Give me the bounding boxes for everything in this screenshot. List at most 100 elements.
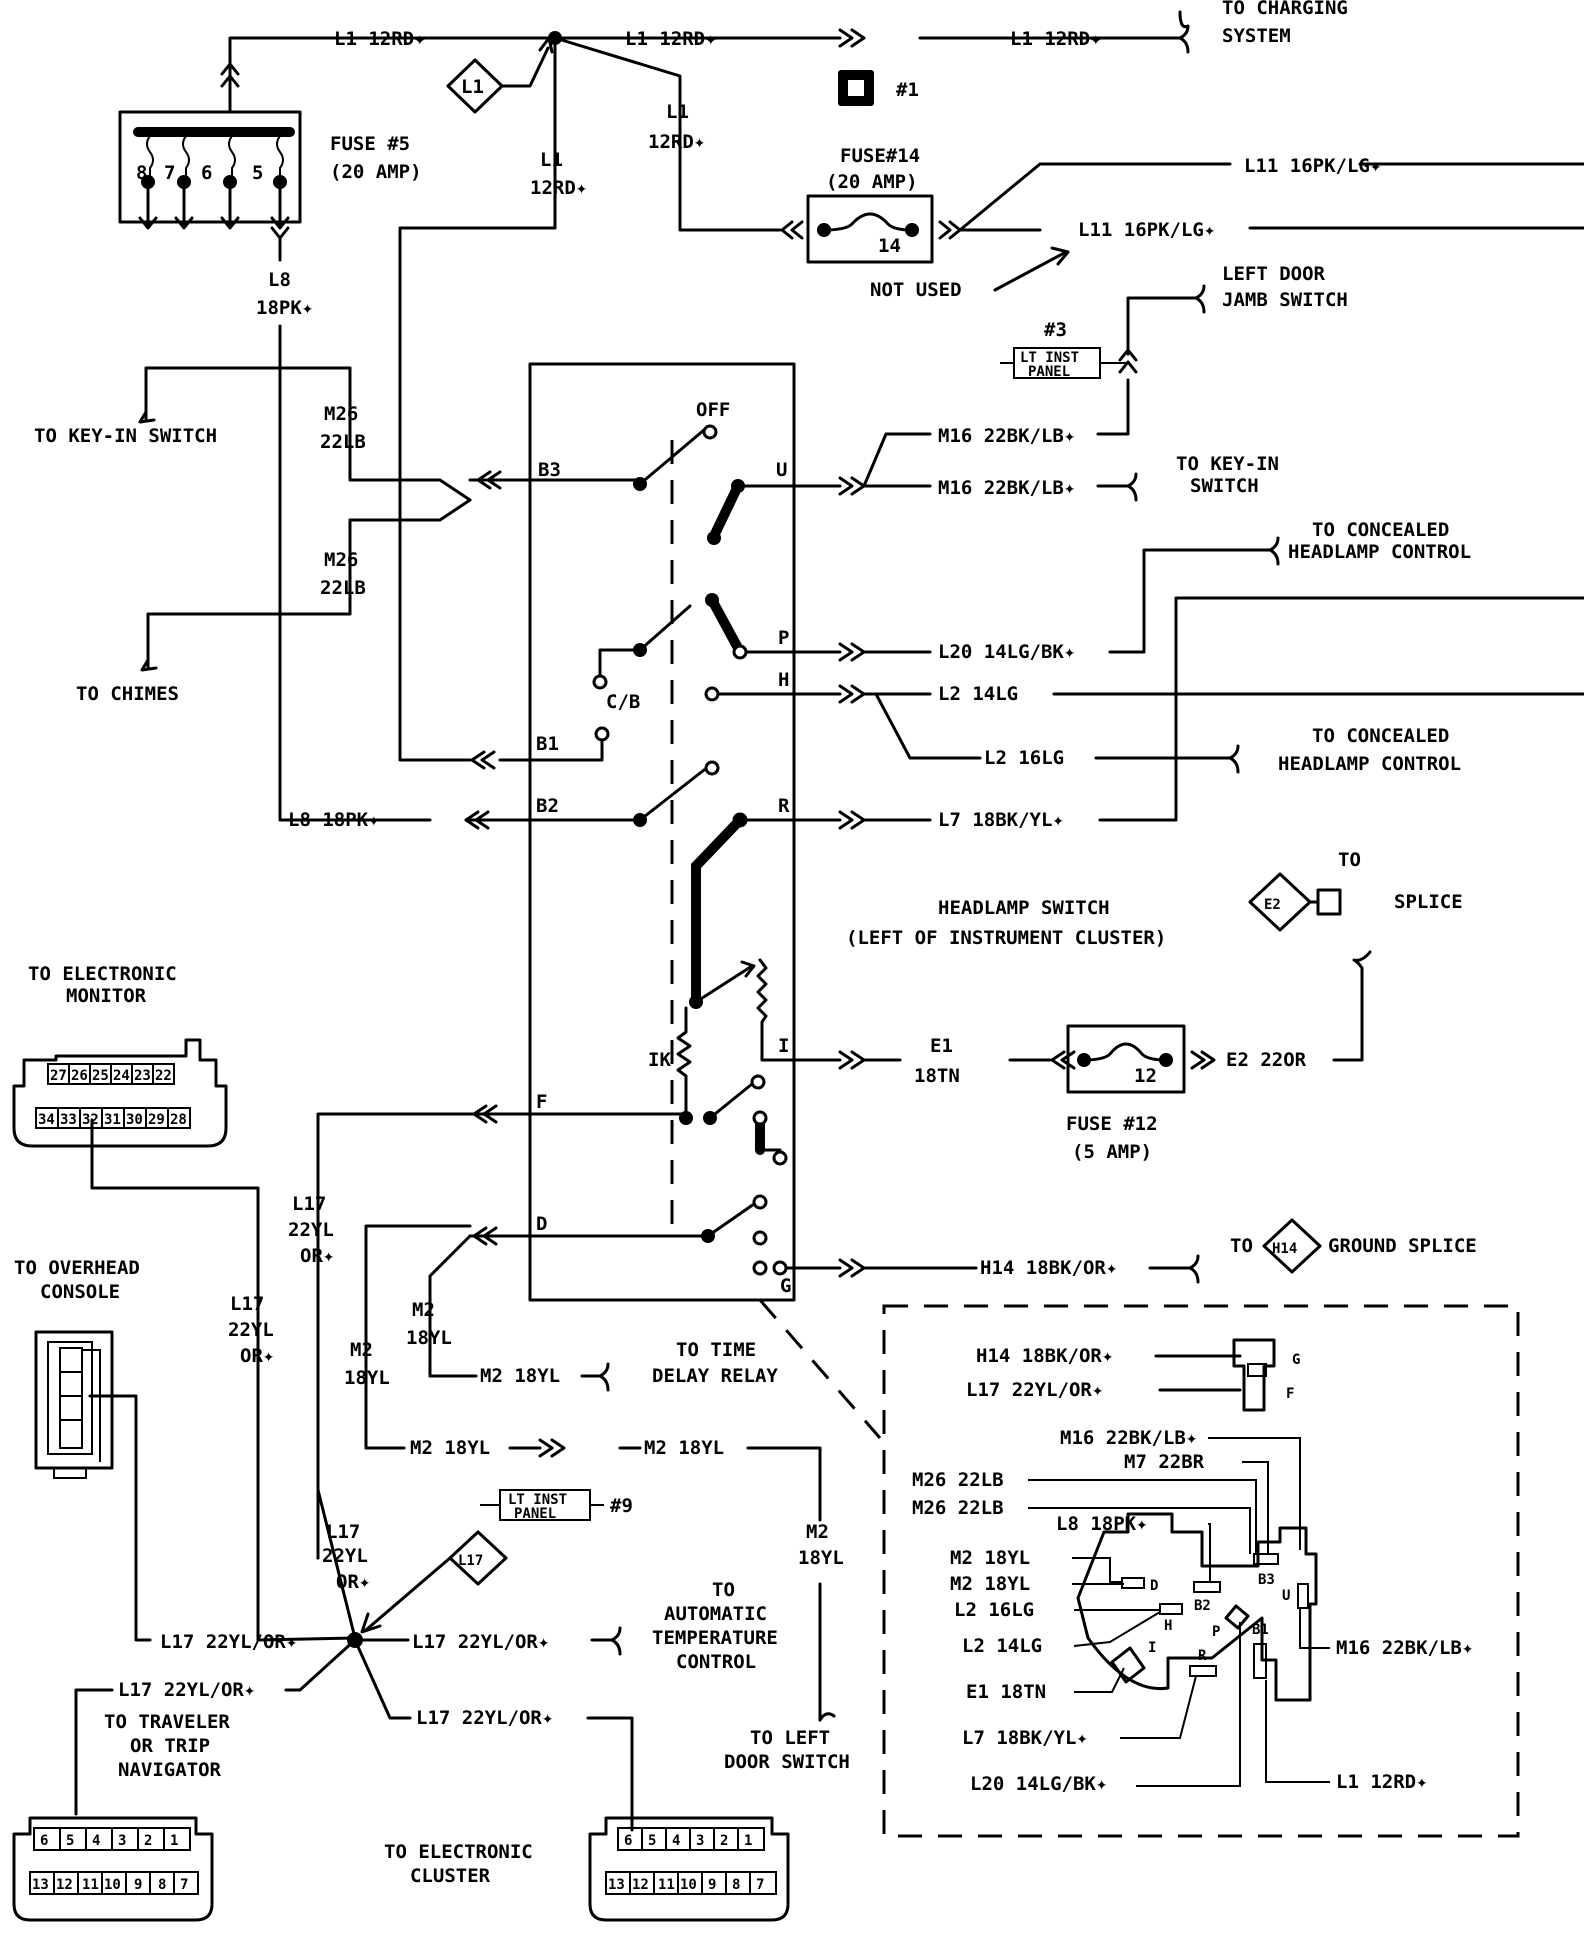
det-m2-b: M2 18YL (950, 1573, 1030, 1595)
traveler-pin-dividers (53, 1828, 175, 1894)
fuse5-title: FUSE #5 (330, 133, 410, 155)
l1-drop-b: 12RD✦ (530, 177, 588, 199)
det-h14: H14 18BK/OR✦ (976, 1345, 1114, 1367)
mon-pin-32: 32 (82, 1112, 99, 1128)
mon-pin-34: 34 (38, 1112, 55, 1128)
det-g: G (1292, 1352, 1300, 1368)
m26-b1: M26 (324, 549, 358, 571)
m2-a1: M2 (412, 1299, 435, 1321)
sw-h: H (778, 669, 789, 691)
clu-pin-6: 6 (624, 1833, 632, 1849)
fuse12-title: FUSE #12 (1066, 1113, 1158, 1135)
to-overhead-2: CONSOLE (40, 1281, 120, 1303)
sw-d: D (536, 1213, 547, 1235)
l17-w2: L17 22YL/OR✦ (412, 1631, 550, 1653)
to-e2: TO (1338, 849, 1361, 871)
fuse14-amp: (20 AMP) (826, 171, 918, 193)
clu-pin-4: 4 (672, 1833, 680, 1849)
det-m16-right: M16 22BK/LB✦ (1336, 1637, 1474, 1659)
left-section: TO KEY-IN SWITCH M26 22LB M26 22LB TO CH… (12, 366, 850, 1922)
e1-a: E1 (930, 1035, 953, 1057)
det-b1: B1 (1252, 1622, 1269, 1638)
right-upper: M16 22BK/LB✦ M16 22BK/LB✦ LEFT DOOR JAMB… (838, 263, 1584, 1284)
det-m26-a: M26 22LB (912, 1469, 1004, 1491)
det-l7: L7 18BK/YL✦ (962, 1727, 1088, 1749)
switch-body-outline (1076, 1512, 1318, 1702)
l2-16: L2 16LG (984, 747, 1064, 769)
l20: L20 14LG/BK✦ (938, 641, 1076, 663)
monitor-l17-wire (90, 1118, 357, 1642)
l17-b2: 22YL (228, 1319, 274, 1341)
conn-9-label: #9 (610, 1495, 633, 1517)
l1-drop2-b: 12RD✦ (648, 131, 706, 153)
l17-a3: OR✦ (300, 1245, 335, 1267)
nav-pin-11: 11 (82, 1877, 99, 1893)
det-m7: M7 22BR (1124, 1451, 1205, 1473)
m26-a2: 22LB (320, 431, 366, 453)
to-time-2: DELAY RELAY (652, 1365, 778, 1387)
l1-drop-to-fuse14 (553, 36, 782, 232)
l17-b3: OR✦ (240, 1345, 275, 1367)
term-b2 (1193, 1581, 1221, 1593)
term-r (1189, 1665, 1217, 1677)
det-d: D (1150, 1578, 1158, 1594)
top-section: 8 7 6 5 FUSE #5 (20 AMP) L1 12RD✦ L1 12R… (118, 0, 1584, 822)
to-traveler-1: TO TRAVELER (104, 1711, 230, 1733)
m2-wire2: M2 18YL (410, 1437, 490, 1459)
l17-w1: L17 22YL/OR✦ (160, 1631, 298, 1653)
mon-pin-29: 29 (148, 1112, 165, 1128)
to-left-door-1: TO LEFT (750, 1727, 830, 1749)
left-door-2: JAMB SWITCH (1222, 289, 1348, 311)
fuse14-title: FUSE#14 (840, 145, 920, 167)
to-auto-3: TEMPERATURE (652, 1627, 778, 1649)
det-f: F (1286, 1386, 1294, 1402)
clu-pin-11: 11 (658, 1877, 675, 1893)
mon-pin-27: 27 (50, 1068, 67, 1084)
headlamp-switch-sub: (LEFT OF INSTRUMENT CLUSTER) (846, 927, 1166, 949)
nav-pin-3: 3 (118, 1833, 126, 1849)
connector-detail: H14 18BK/OR✦ L17 22YL/OR✦ G F M16 22BK/L… (758, 1299, 1520, 1838)
nav-pin-7: 7 (180, 1877, 188, 1893)
fuse12-amp: (5 AMP) (1072, 1141, 1152, 1163)
fuse14-block (806, 194, 934, 264)
term-b1 (1253, 1643, 1267, 1679)
lt-inst-3-1: LT INST (1020, 350, 1079, 366)
fuse5-amp: (20 AMP) (330, 161, 422, 183)
m26-b2: 22LB (320, 577, 366, 599)
to-auto-2: AUTOMATIC (664, 1603, 767, 1625)
l17-c3: OR✦ (336, 1571, 371, 1593)
mon-pin-33: 33 (60, 1112, 77, 1128)
fuse5-pin-8: 8 (136, 162, 147, 184)
det-l20: L20 14LG/BK✦ (970, 1773, 1108, 1795)
l1-drop2-a: L1 (666, 101, 689, 123)
to-keyin-1: TO KEY-IN (1176, 453, 1279, 475)
clu-pin-7: 7 (756, 1877, 764, 1893)
sw-ik: IK (648, 1049, 671, 1071)
sw-f: F (536, 1091, 547, 1113)
mon-pin-28: 28 (170, 1112, 187, 1128)
l1-label-3: L1 12RD✦ (1010, 28, 1102, 50)
sw-r: R (778, 795, 790, 817)
nav-pin-8: 8 (158, 1877, 166, 1893)
fuse5-block (118, 110, 302, 224)
clu-pin-9: 9 (708, 1877, 716, 1893)
l17-diamond-label: L17 (458, 1553, 483, 1569)
gf-connector (1232, 1338, 1276, 1412)
connector-1-label: #1 (896, 79, 919, 101)
m2-b1: M2 (350, 1339, 373, 1361)
m2-c2: 18YL (798, 1547, 844, 1569)
to-cluster-1: TO ELECTRONIC (384, 1841, 533, 1863)
sw-p: P (778, 627, 789, 649)
headlamp-switch-title: HEADLAMP SWITCH (938, 897, 1110, 919)
headlamp-control-2: HEADLAMP CONTROL (1278, 753, 1461, 775)
l1-label-1: L1 12RD✦ (334, 28, 426, 50)
m16-a: M16 22BK/LB✦ (938, 425, 1076, 447)
headlamp-switch: OFF B3 U P C/B H B1 B2 (464, 362, 842, 1302)
nav-pin-4: 4 (92, 1833, 100, 1849)
nav-pin-1: 1 (170, 1833, 178, 1849)
l17-diamond (448, 1530, 508, 1586)
sw-b1: B1 (536, 733, 559, 755)
l2-14: L2 14LG (938, 683, 1018, 705)
lt-inst-3-2: PANEL (1028, 364, 1070, 380)
